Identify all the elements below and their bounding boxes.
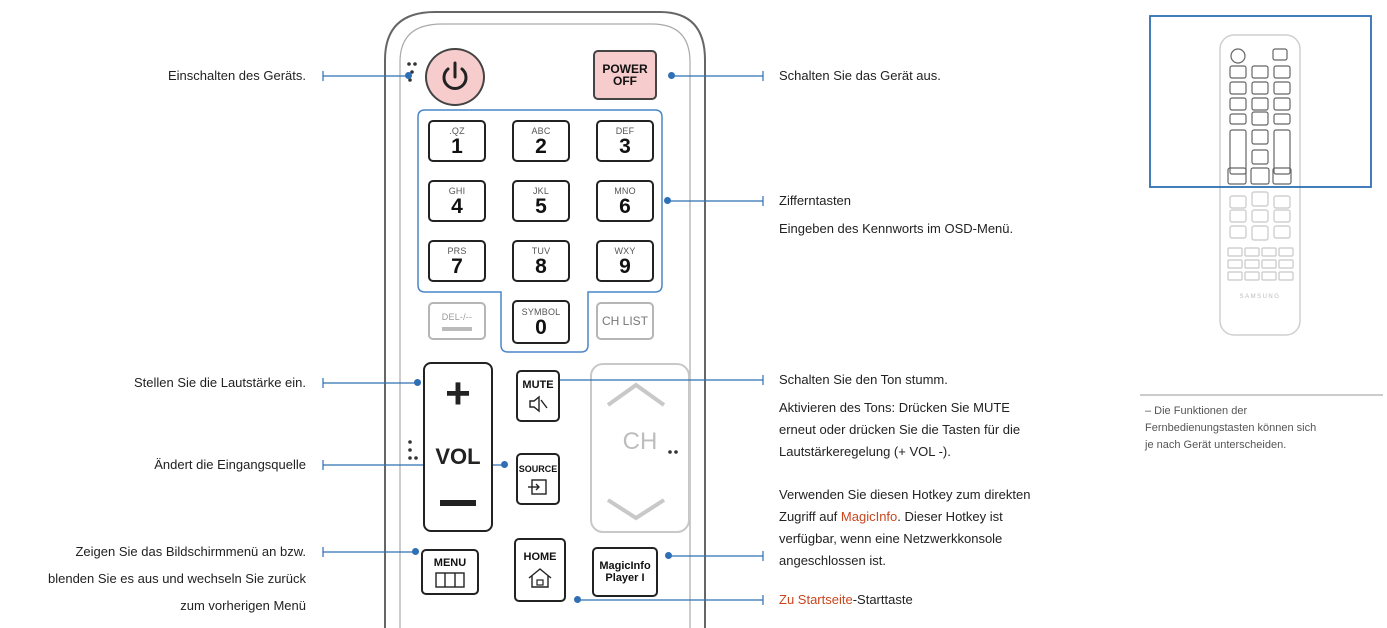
- leader-dot: [405, 72, 412, 79]
- label-source: Ändert die Eingangsquelle: [154, 457, 306, 472]
- minus-bar-icon: [442, 326, 472, 331]
- label-menu-2: blenden Sie es aus und wechseln Sie zurü…: [48, 571, 306, 586]
- leader-dot: [665, 552, 672, 559]
- leader-dot: [501, 461, 508, 468]
- menu-button[interactable]: MENU: [421, 549, 479, 595]
- mute-speaker-icon: [529, 395, 548, 412]
- ch-label: CH: [622, 428, 658, 455]
- minus-icon: [440, 500, 476, 506]
- power-icon: [442, 61, 468, 90]
- label-magic-3: verfügbar, wenn eine Netzwerkkonsole: [779, 531, 1003, 546]
- ch-rocker-outline: [590, 363, 690, 533]
- label-numbers-desc: Eingeben des Kennworts im OSD-Menü.: [779, 221, 1014, 236]
- label-magic-4: angeschlossen ist.: [779, 553, 886, 568]
- plus-icon: +: [445, 369, 471, 418]
- menu-grid-icon: [435, 571, 465, 588]
- label-mute-desc-1: Aktivieren des Tons: Drücken Sie MUTE: [779, 400, 1010, 415]
- label-mute-desc-2: erneut oder drücken Sie die Tasten für d…: [779, 422, 1021, 437]
- mute-button[interactable]: MUTE: [516, 370, 560, 422]
- label-power-on: Einschalten des Geräts.: [167, 68, 306, 83]
- note-line-3: je nach Gerät unterscheiden.: [1145, 439, 1287, 451]
- magicinfo-button[interactable]: MagicInfo Player I: [592, 547, 658, 597]
- power-off-button[interactable]: POWER OFF: [593, 50, 657, 100]
- highlight-frame: [1149, 15, 1372, 188]
- volume-rocker[interactable]: + VOL: [423, 362, 493, 532]
- leader-dot: [668, 72, 675, 79]
- label-menu-1: Zeigen Sie das Bildschirmmenü an bzw.: [75, 544, 306, 559]
- home-icon: [528, 568, 552, 588]
- del-button[interactable]: DEL-/--: [428, 302, 486, 340]
- leader-dot: [574, 596, 581, 603]
- number-pad-outline: [417, 109, 663, 353]
- label-numbers-title: Zifferntasten: [779, 193, 852, 208]
- leader-dot: [664, 197, 671, 204]
- label-home: Zu Startseite-Starttaste: [779, 592, 913, 607]
- label-mute-desc-3: Lautstärkeregelung (+ VOL -).: [779, 444, 951, 459]
- leader-dot: [414, 379, 421, 386]
- power-on-button[interactable]: [425, 48, 485, 106]
- note-line-1: – Die Funktionen der: [1145, 405, 1248, 417]
- label-magic-2: Zugriff auf MagicInfo. Dieser Hotkey ist: [779, 509, 1003, 524]
- label-power-off: Schalten Sie das Gerät aus.: [779, 68, 941, 83]
- magicinfo-highlight: MagicInfo: [840, 509, 898, 524]
- source-button[interactable]: SOURCE: [516, 453, 560, 505]
- home-highlight: Zu Startseite: [779, 592, 853, 607]
- label-volume: Stellen Sie die Lautstärke ein.: [134, 375, 306, 390]
- label-magic-1: Verwenden Sie diesen Hotkey zum direkten: [779, 487, 1031, 502]
- ch-list-button[interactable]: CH LIST: [596, 302, 654, 340]
- label-mute-title: Schalten Sie den Ton stumm.: [779, 372, 948, 387]
- leader-dot: [412, 548, 419, 555]
- source-input-icon: [528, 478, 547, 495]
- note-line-2: Fernbedienungstasten können sich: [1145, 422, 1317, 434]
- home-button[interactable]: HOME: [514, 538, 566, 602]
- thumbnail-brand: SAMSUNG: [1239, 294, 1281, 300]
- label-menu-3: zum vorherigen Menü: [180, 598, 306, 613]
